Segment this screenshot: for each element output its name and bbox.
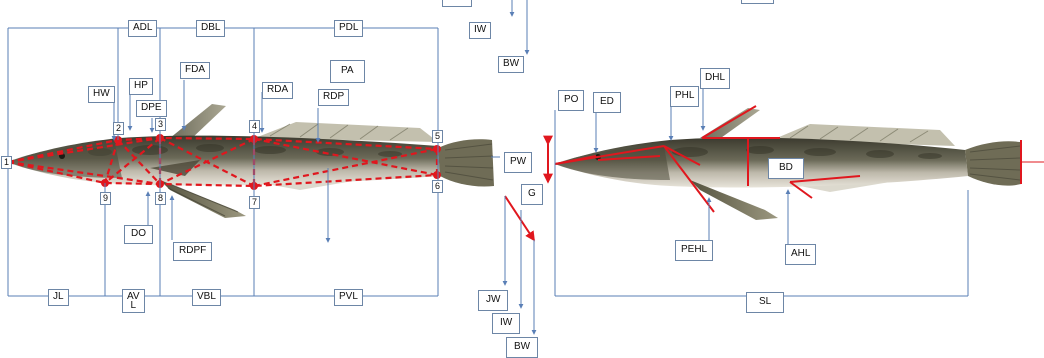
label-HW: HW xyxy=(88,86,115,103)
label-ADL: ADL xyxy=(128,20,157,37)
label-RDA: RDA xyxy=(262,82,293,99)
label-RDP: RDP xyxy=(318,89,349,106)
landmark-2: 2 xyxy=(113,122,124,135)
right-fish-head xyxy=(555,146,670,180)
label-DPE: DPE xyxy=(136,100,167,117)
label-AVL: AV L xyxy=(122,289,145,313)
right-dorsal-fin xyxy=(700,108,760,140)
label-top-right-box xyxy=(741,0,774,4)
left-fish-head xyxy=(8,144,122,178)
label-RDPF: RDPF xyxy=(173,242,212,261)
label-PA: PA xyxy=(330,60,365,83)
right-measurement-guides xyxy=(555,86,968,296)
label-PW: PW xyxy=(504,152,532,173)
left-caudal-fin xyxy=(438,139,494,186)
label-IW-top: IW xyxy=(469,22,491,39)
landmark-9: 9 xyxy=(100,192,111,205)
label-AHL: AHL xyxy=(785,244,816,265)
label-SL: SL xyxy=(746,292,784,313)
label-HP: HP xyxy=(129,78,153,95)
label-DHL: DHL xyxy=(700,68,730,89)
label-VBL: VBL xyxy=(192,289,221,306)
label-BD: BD xyxy=(768,158,804,179)
label-PEHL: PEHL xyxy=(675,240,713,261)
left-first-dorsal-fin xyxy=(170,104,226,140)
label-BW-bottom: BW xyxy=(506,337,538,358)
label-JW-bottom: JW xyxy=(478,290,508,311)
landmark-8: 8 xyxy=(155,192,166,205)
landmark-6: 6 xyxy=(432,180,443,193)
label-BW-top: BW xyxy=(498,56,524,73)
label-PHL: PHL xyxy=(670,86,699,107)
label-ED: ED xyxy=(593,92,621,113)
landmark-7: 7 xyxy=(249,196,260,209)
label-JW-top: JW xyxy=(442,0,472,7)
label-PVL: PVL xyxy=(334,289,363,306)
label-IW-bottom: IW xyxy=(492,313,520,334)
landmark-3: 3 xyxy=(155,118,166,131)
label-JL: JL xyxy=(48,289,69,306)
landmark-5: 5 xyxy=(432,130,443,143)
label-PO: PO xyxy=(558,90,584,111)
landmark-1: 1 xyxy=(1,156,12,169)
label-G: G xyxy=(521,184,543,205)
label-DO: DO xyxy=(124,225,153,244)
label-FDA: FDA xyxy=(180,62,210,79)
landmark-4: 4 xyxy=(249,120,260,133)
label-DBL: DBL xyxy=(196,20,225,37)
label-PDL: PDL xyxy=(334,20,363,37)
